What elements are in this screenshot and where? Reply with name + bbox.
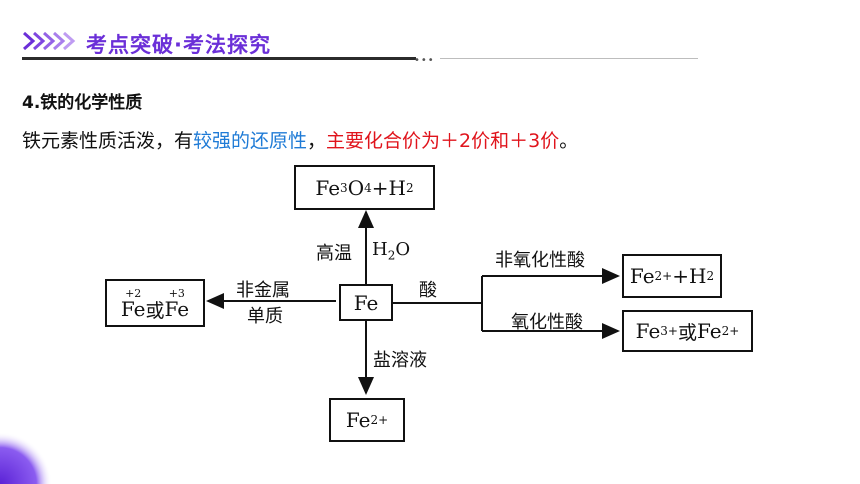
header-thin-line: [440, 58, 698, 59]
water-label: H2O: [372, 239, 411, 263]
intro-highlight-red: 主要化合价为＋2价和＋3价: [326, 130, 560, 152]
nonmetal-label-line1: 非金属: [236, 280, 290, 301]
intro-part2: ，: [307, 130, 327, 152]
intro-part1: 铁元素性质活泼，有: [22, 130, 194, 152]
nonmetal-label-line2: 单质: [247, 306, 283, 327]
salt-solution-label: 盐溶液: [373, 350, 427, 371]
chevron-decor-icon: [23, 31, 76, 51]
header-dots: •••: [414, 55, 435, 66]
nonoxidizing-acid-label: 非氧化性酸: [495, 250, 585, 271]
intro-end: 。: [559, 130, 579, 152]
fe2-fe3-box: +2 Fe 或 +3 Fe: [105, 279, 205, 327]
high-temp-label: 高温: [316, 243, 352, 264]
corner-decoration: [0, 432, 52, 484]
header-underline: [22, 57, 416, 60]
intro-highlight-blue: 较强的还原性: [193, 130, 308, 152]
fe-center-box: Fe: [339, 284, 393, 321]
acid-label: 酸: [419, 280, 437, 301]
subsection-heading: 4.铁的化学性质: [22, 93, 143, 113]
intro-text: 铁元素性质活泼，有较强的还原性，主要化合价为＋2价和＋3价。: [22, 126, 578, 153]
section-title: 考点突破·考法探究: [86, 33, 271, 57]
oxidizing-acid-label: 氧化性酸: [511, 312, 583, 333]
